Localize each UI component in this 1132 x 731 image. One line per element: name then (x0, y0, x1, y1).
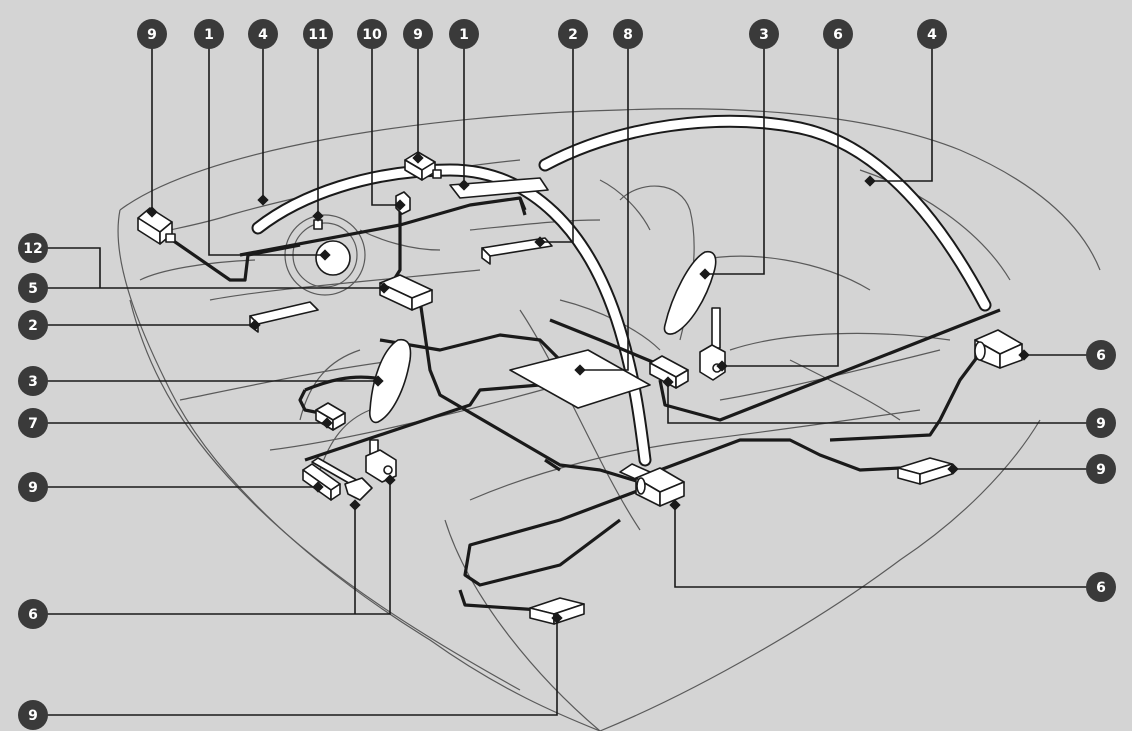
callout-badge-top-6: 6 (823, 19, 853, 49)
svg-text:6: 6 (1096, 580, 1106, 596)
driver-seat-position-sensor (315, 402, 346, 431)
svg-text:6: 6 (1096, 348, 1106, 364)
driver-front-airbag (315, 240, 351, 276)
callout-badge-right-9-upper: 9 (1086, 408, 1116, 438)
callout-badge-left-3: 3 (18, 366, 48, 396)
callout-badge-top-1-left: 1 (194, 19, 224, 49)
driver-side-airbag (369, 338, 412, 424)
callout-badge-top-2: 2 (558, 19, 588, 49)
callout-badge-right-6-lower: 6 (1086, 572, 1116, 602)
svg-text:9: 9 (28, 708, 38, 724)
callout-badge-right-6-upper: 6 (1086, 340, 1116, 370)
callout-badge-left-2: 2 (18, 310, 48, 340)
svg-text:5: 5 (28, 281, 38, 297)
svg-text:1: 1 (459, 27, 469, 43)
callout-badge-top-10: 10 (357, 19, 387, 49)
callout-badge-left-7: 7 (18, 408, 48, 438)
rear-seat-belt-tensioner-center (619, 463, 685, 507)
svg-text:1: 1 (204, 27, 214, 43)
callout-badge-top-9-mid: 9 (403, 19, 433, 49)
svg-text:2: 2 (28, 318, 38, 334)
svg-text:4: 4 (258, 27, 268, 43)
callout-badge-left-5: 5 (18, 273, 48, 303)
svg-text:9: 9 (147, 27, 157, 43)
leader-lines (46, 48, 1088, 716)
callout-badge-left-9: 9 (18, 472, 48, 502)
svg-text:10: 10 (362, 27, 382, 43)
leader-markers (146, 152, 1030, 624)
front-impact-sensor-left (137, 207, 176, 245)
passenger-front-airbag (449, 177, 549, 199)
passenger-knee-airbag (481, 237, 553, 265)
svg-text:8: 8 (623, 27, 633, 43)
callout-badge-top-4-right: 4 (917, 19, 947, 49)
callout-badge-top-1-mid: 1 (449, 19, 479, 49)
callout-badge-left-12: 12 (18, 233, 48, 263)
components (137, 151, 1023, 625)
callout-badge-top-4-left: 4 (248, 19, 278, 49)
svg-text:12: 12 (23, 241, 42, 257)
svg-text:3: 3 (28, 374, 38, 390)
callout-badge-top-9-left: 9 (137, 19, 167, 49)
svg-text:4: 4 (927, 27, 937, 43)
occupant-weight-sensor (509, 349, 651, 409)
svg-text:11: 11 (308, 27, 327, 43)
callout-badge-top-11: 11 (303, 19, 333, 49)
svg-text:9: 9 (1096, 462, 1106, 478)
driver-knee-airbag (249, 301, 319, 333)
callout-badges: 9 1 4 11 10 9 1 2 (18, 19, 1116, 730)
svg-text:2: 2 (568, 27, 578, 43)
curtain-airbags (251, 114, 992, 467)
callout-badge-top-8: 8 (613, 19, 643, 49)
svg-text:3: 3 (759, 27, 769, 43)
callout-badge-bottom-9: 9 (18, 700, 48, 730)
svg-text:6: 6 (833, 27, 843, 43)
svg-text:9: 9 (1096, 416, 1106, 432)
side-impact-sensor-rear-right (897, 457, 953, 485)
svg-text:9: 9 (413, 27, 423, 43)
callout-badge-left-6: 6 (18, 599, 48, 629)
svg-text:6: 6 (28, 607, 38, 623)
callout-badge-right-9-lower: 9 (1086, 454, 1116, 484)
rear-seat-belt-tensioner-right (974, 329, 1023, 369)
srs-unit (379, 274, 433, 311)
passenger-side-airbag (663, 250, 717, 335)
callout-badge-top-3: 3 (749, 19, 779, 49)
driver-seat-belt-tensioner (311, 439, 397, 501)
svg-text:9: 9 (28, 480, 38, 496)
svg-text:7: 7 (28, 416, 38, 432)
